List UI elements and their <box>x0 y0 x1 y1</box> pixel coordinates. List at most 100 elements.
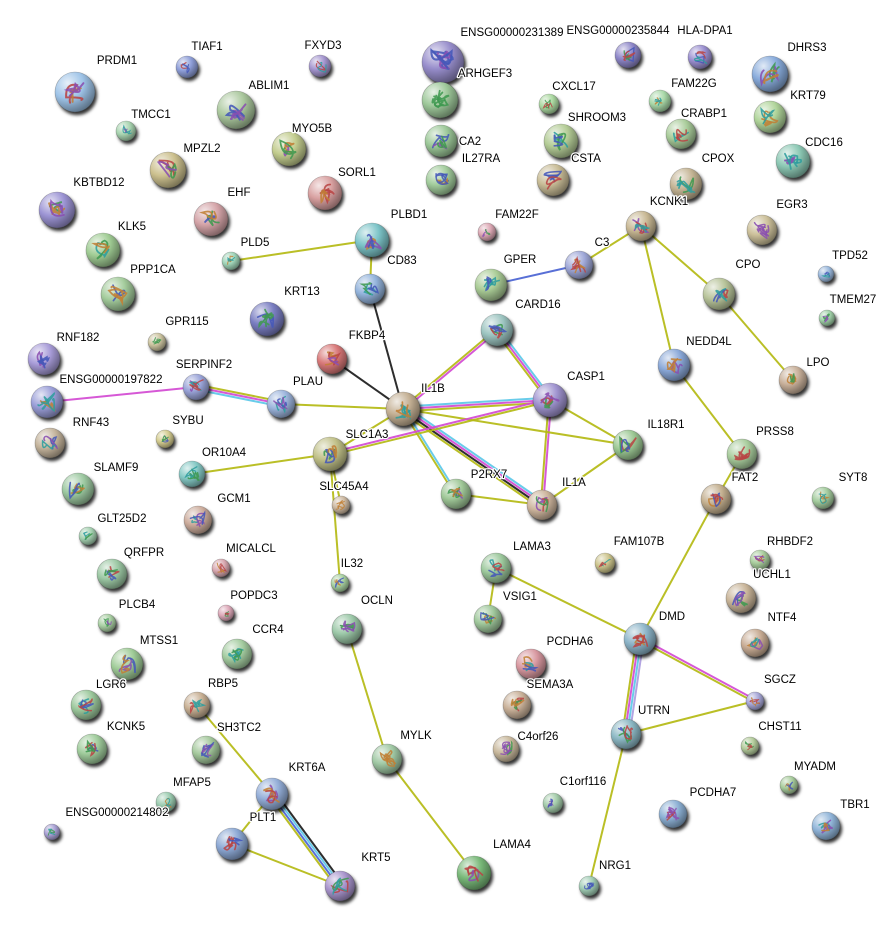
node-SLC1A3[interactable]: SLC1A3 <box>312 428 390 472</box>
protein-sphere[interactable] <box>85 232 121 268</box>
node-CARD16[interactable]: CARD16 <box>480 298 562 347</box>
node-KBTBD12[interactable]: KBTBD12 <box>38 176 126 229</box>
protein-sphere[interactable] <box>623 622 657 656</box>
node-SLC45A4[interactable]: SLC45A4 <box>318 480 370 515</box>
node-DHRS3[interactable]: DHRS3 <box>751 41 828 93</box>
node-FAM22F[interactable]: FAM22F <box>477 208 540 242</box>
node-IL32[interactable]: IL32 <box>330 557 364 593</box>
node-RBP5[interactable]: RBP5 <box>183 677 239 719</box>
edge-CASP1-IL1A-experimental[interactable] <box>542 400 553 506</box>
node-KRT5[interactable]: KRT5 <box>324 851 392 902</box>
edge-PLAU-SERPINF2-experimental[interactable] <box>195 386 282 405</box>
edge-OCLN-MYLK-textmining[interactable] <box>346 628 388 760</box>
edge-SLC1A3-CASP1-textmining[interactable] <box>330 400 551 457</box>
edge-CPO-LPO-textmining[interactable] <box>718 293 794 381</box>
edge-PLD5-PLBD1-textmining[interactable] <box>230 239 373 262</box>
edge-IL1B-PLAU-textmining[interactable] <box>280 403 404 410</box>
edge-KRT6A-KRT5-database[interactable] <box>272 792 342 886</box>
protein-sphere[interactable] <box>817 265 835 283</box>
node-KCNK5[interactable]: KCNK5 <box>76 720 146 765</box>
node-SHROOM3[interactable]: SHROOM3 <box>543 111 627 159</box>
edge-PLAU-SERPINF2-textmining[interactable] <box>196 383 282 403</box>
node-IL1A[interactable]: IL1A <box>526 476 587 521</box>
node-ENSG00000214802[interactable]: ENSG00000214802 <box>43 806 170 841</box>
node-RNF182[interactable]: RNF182 <box>27 331 101 376</box>
node-PRSS8[interactable]: PRSS8 <box>726 425 795 470</box>
node-SORL1[interactable]: SORL1 <box>307 166 377 211</box>
node-CD83[interactable]: CD83 <box>354 254 418 305</box>
node-SYBU[interactable]: SYBU <box>155 414 205 449</box>
node-LPO[interactable]: LPO <box>778 356 831 395</box>
edge-IL1A-IL18R1-textmining[interactable] <box>541 444 629 506</box>
node-ABLIM1[interactable]: ABLIM1 <box>216 79 291 130</box>
node-CDC16[interactable]: CDC16 <box>775 136 844 179</box>
node-TPD52[interactable]: TPD52 <box>817 249 869 283</box>
node-KCNK1[interactable]: KCNK1 <box>625 195 689 242</box>
protein-sphere[interactable] <box>330 573 350 593</box>
node-NRG1[interactable]: NRG1 <box>578 859 632 897</box>
protein-sphere[interactable] <box>216 90 256 130</box>
node-LAMA4[interactable]: LAMA4 <box>456 838 533 891</box>
node-MTSS1[interactable]: MTSS1 <box>110 634 179 681</box>
node-KRT13[interactable]: KRT13 <box>249 285 321 337</box>
node-SEMA3A[interactable]: SEMA3A <box>502 678 575 720</box>
node-PLAU[interactable]: PLAU <box>266 375 324 419</box>
node-OCLN[interactable]: OCLN <box>331 594 394 645</box>
node-PCDHA6[interactable]: PCDHA6 <box>515 635 595 680</box>
node-POPDC3[interactable]: POPDC3 <box>217 589 279 622</box>
protein-sphere[interactable] <box>110 647 144 681</box>
edge-PLT1-KRT5-textmining[interactable] <box>231 843 341 887</box>
edge-IL1B-CASP1-database[interactable] <box>402 396 550 408</box>
edge-DMD-UTRN-homology[interactable] <box>628 639 645 735</box>
edge-MYLK-LAMA4-textmining[interactable] <box>386 758 475 874</box>
edge-SLC1A3-OR10A4-textmining[interactable] <box>191 453 331 475</box>
protein-sphere[interactable] <box>542 792 564 814</box>
node-CPO[interactable]: CPO <box>702 258 762 311</box>
node-SYT8[interactable]: SYT8 <box>811 471 869 510</box>
edge-IL1B-IL1A-textmining[interactable] <box>400 411 541 509</box>
node-EGR3[interactable]: EGR3 <box>746 198 809 246</box>
node-FAT2[interactable]: FAT2 <box>700 471 760 515</box>
node-GCM1[interactable]: GCM1 <box>183 492 252 535</box>
node-CCR4[interactable]: CCR4 <box>221 623 286 670</box>
node-TBR1[interactable]: TBR1 <box>811 798 871 841</box>
node-UCHL1[interactable]: UCHL1 <box>725 568 792 614</box>
edge-CD83-IL1B-coexpression[interactable] <box>369 288 404 410</box>
edge-IL1B-IL1A-coexpression[interactable] <box>401 409 542 507</box>
edge-IL1B-CASP1-experimental[interactable] <box>402 399 551 410</box>
edge-DMD-SGCZ-experimental[interactable] <box>640 637 757 701</box>
node-FKBP4[interactable]: FKBP4 <box>316 329 387 375</box>
edge-SLC1A3-CASP1-experimental[interactable] <box>329 397 550 454</box>
node-SERPINF2[interactable]: SERPINF2 <box>175 358 233 401</box>
node-KLK5[interactable]: KLK5 <box>85 220 147 268</box>
protein-sphere[interactable] <box>526 489 558 521</box>
node-MFAP5[interactable]: MFAP5 <box>155 776 212 813</box>
node-C4orf26[interactable]: C4orf26 <box>492 730 560 763</box>
edge-CARD16-IL1B-experimental[interactable] <box>403 330 499 411</box>
node-NTF4[interactable]: NTF4 <box>740 611 798 658</box>
node-LGR6[interactable]: LGR6 <box>70 678 127 721</box>
node-FXYD3[interactable]: FXYD3 <box>303 39 343 78</box>
edge-NEDD4L-PRSS8-textmining[interactable] <box>673 364 743 455</box>
node-PLBD1[interactable]: PLBD1 <box>354 208 428 258</box>
node-P2RX7[interactable]: P2RX7 <box>440 468 508 510</box>
protein-sphere[interactable] <box>536 163 570 197</box>
node-TIAF1[interactable]: TIAF1 <box>175 40 224 79</box>
node-RHBDF2[interactable]: RHBDF2 <box>749 535 814 571</box>
node-RNF43[interactable]: RNF43 <box>34 416 110 459</box>
node-QRFPR[interactable]: QRFPR <box>96 546 165 590</box>
edge-UTRN-SGCZ-textmining[interactable] <box>625 700 756 735</box>
edge-RBP5-KRT6A-textmining[interactable] <box>196 704 273 795</box>
node-PLCB4[interactable]: PLCB4 <box>97 598 157 633</box>
node-CPOX[interactable]: CPOX <box>669 152 736 201</box>
node-HLA-DPA1[interactable]: HLA-DPA1 <box>676 24 734 70</box>
node-CSTA[interactable]: CSTA <box>536 152 602 197</box>
node-FAM22G[interactable]: FAM22G <box>648 77 718 113</box>
edge-IL1B-IL1A-database[interactable] <box>404 405 545 503</box>
edge-PLAU-SERPINF2-database[interactable] <box>195 388 281 408</box>
edge-KRT6A-KRT5-cooccurrence[interactable] <box>270 794 340 888</box>
node-SGCZ[interactable]: SGCZ <box>745 673 797 711</box>
node-LAMA3[interactable]: LAMA3 <box>480 540 552 584</box>
node-ENSG00000231389[interactable]: ENSG00000231389 <box>421 26 565 84</box>
edge-KCNK1-NEDD4L-textmining[interactable] <box>640 225 675 366</box>
